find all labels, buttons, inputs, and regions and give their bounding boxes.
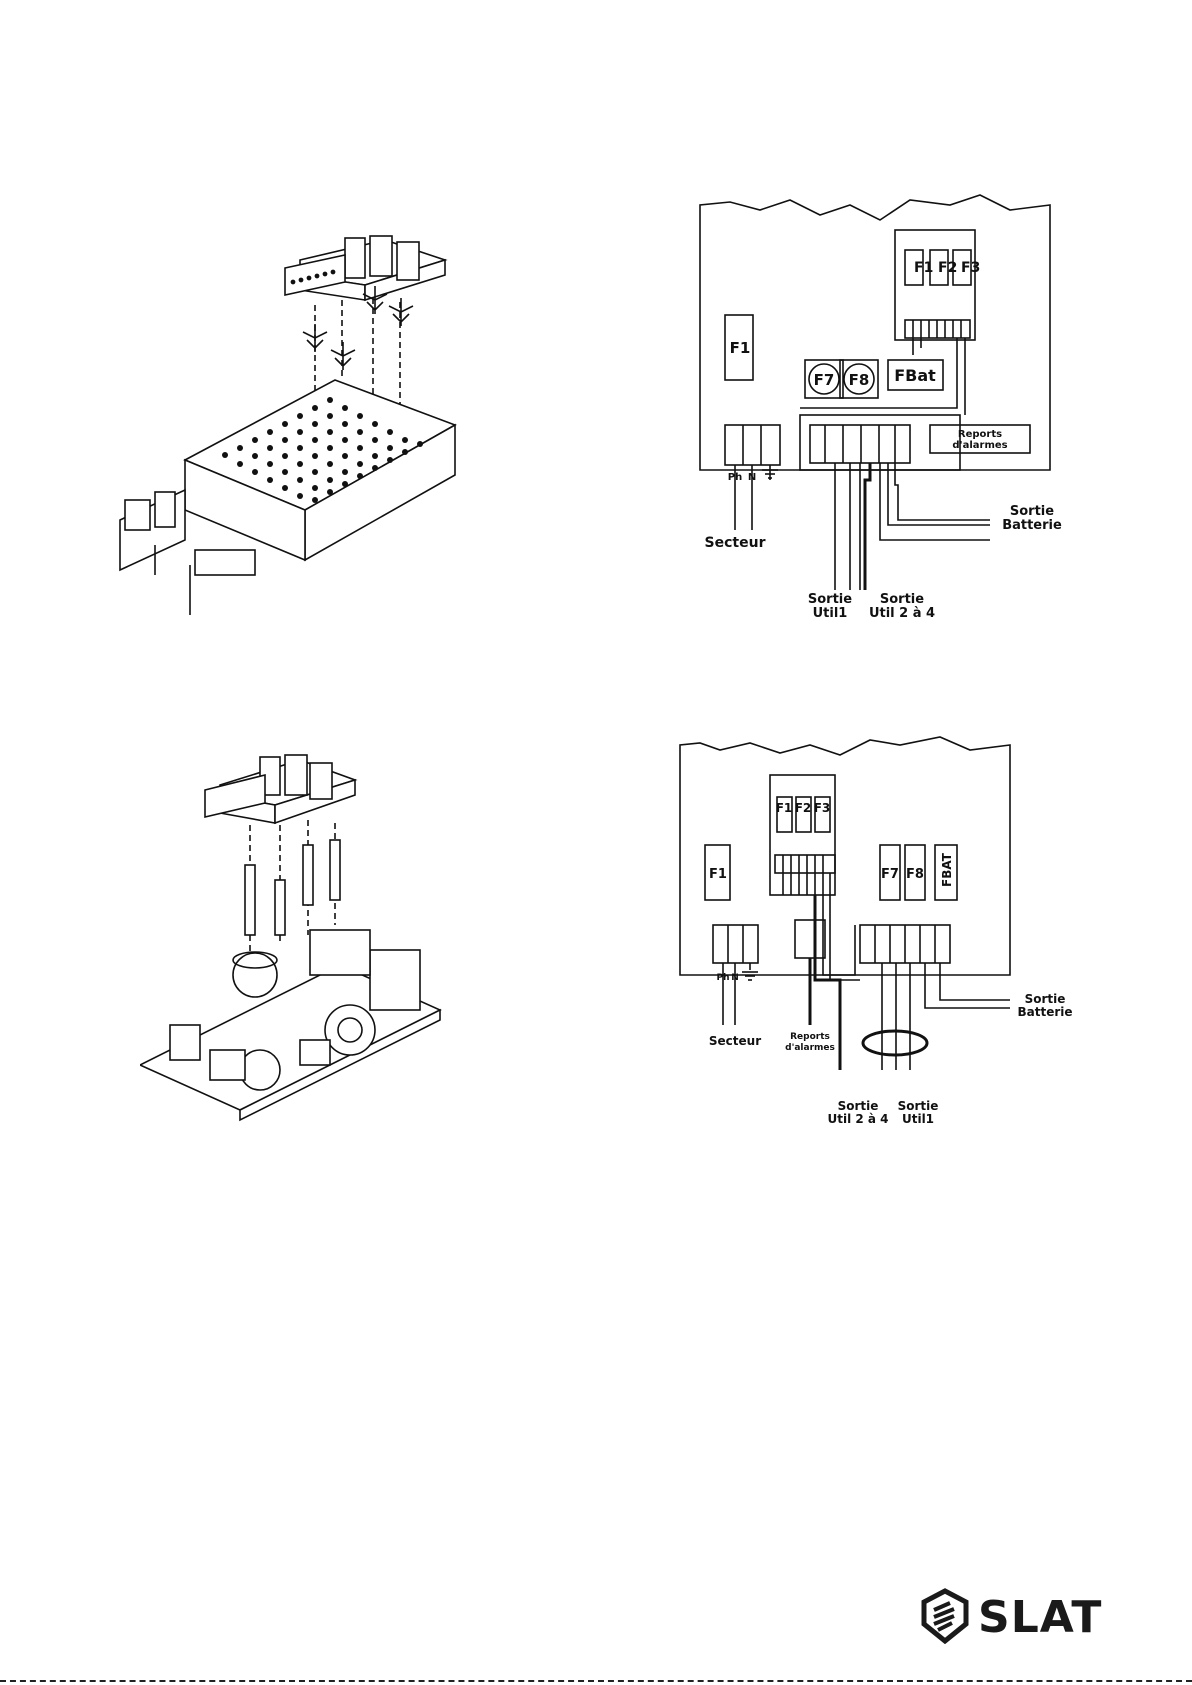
- fuse-f2-label: F2: [938, 260, 957, 276]
- sortie-util2-line1: Sortie: [880, 592, 924, 607]
- secteur-label: Secteur: [705, 535, 766, 551]
- exploded-view-enclosure: [115, 220, 495, 630]
- fuse-f2-label: F2: [795, 801, 812, 815]
- fuse-f1-label: F1: [776, 801, 793, 815]
- sortie-label: Sortie: [1010, 504, 1054, 519]
- shield-icon: [920, 1588, 970, 1644]
- fuse-f7-label: F7: [881, 867, 899, 882]
- fuse-f1-main-label: F1: [730, 339, 751, 357]
- enclosure-drawing: [115, 220, 495, 630]
- sortie-util1-line1: Sortie: [898, 1099, 939, 1113]
- wiring-diagram-1: F1 F2 F3 F1 F7 F8 FBat Reports d'alarmes…: [680, 180, 1080, 640]
- fuse-f3-label: F3: [814, 801, 831, 815]
- sortie-label: Sortie: [1025, 992, 1066, 1006]
- terminal-n-label: N: [731, 973, 739, 983]
- page-bottom-rule: [0, 1680, 1192, 1682]
- wiring-diagram-2-svg: F1 F2 F3 F1 F7 F8 FBAT Ph N Secteur Repo…: [660, 725, 1080, 1145]
- fuse-f1-label: F1: [914, 260, 933, 276]
- terminal-ph-label: Ph: [728, 472, 742, 483]
- terminal-ph-label: Ph: [716, 973, 729, 983]
- exploded-view-open-board: [140, 745, 460, 1145]
- reports-label-line2: d'alarmes: [785, 1043, 835, 1053]
- terminal-n-label: N: [748, 472, 756, 483]
- sortie-util1-line2: Util1: [902, 1112, 934, 1126]
- slat-logo-text: SLAT: [978, 1592, 1102, 1643]
- reports-label-line2: d'alarmes: [952, 440, 1007, 451]
- fuse-f8-label: F8: [906, 867, 924, 882]
- batterie-label: Batterie: [1002, 518, 1062, 533]
- slat-logo: SLAT: [920, 1588, 1100, 1648]
- fuse-fbat-label: FBat: [894, 366, 936, 385]
- wiring-diagram-2: F1 F2 F3 F1 F7 F8 FBAT Ph N Secteur Repo…: [660, 725, 1080, 1145]
- fuse-f3-label: F3: [961, 260, 980, 276]
- sortie-util1-line2: Util1: [813, 606, 848, 621]
- sortie-util2-line2: Util 2 à 4: [827, 1112, 888, 1126]
- fuse-f1-main-label: F1: [709, 867, 727, 882]
- reports-label-line1: Reports: [790, 1032, 830, 1042]
- wiring-diagram-1-svg: F1 F2 F3 F1 F7 F8 FBat Reports d'alarmes…: [680, 180, 1080, 640]
- secteur-label: Secteur: [709, 1034, 761, 1048]
- sortie-util1-line1: Sortie: [808, 592, 852, 607]
- fuse-f8-label: F8: [849, 371, 870, 389]
- open-board-drawing: [140, 745, 460, 1145]
- reports-label-line1: Reports: [958, 429, 1002, 440]
- batterie-label: Batterie: [1017, 1005, 1072, 1019]
- sortie-util2-line1: Sortie: [838, 1099, 879, 1113]
- sortie-util2-line2: Util 2 à 4: [869, 606, 935, 621]
- fuse-f7-label: F7: [814, 371, 835, 389]
- fuse-fbat-label: FBAT: [940, 852, 954, 887]
